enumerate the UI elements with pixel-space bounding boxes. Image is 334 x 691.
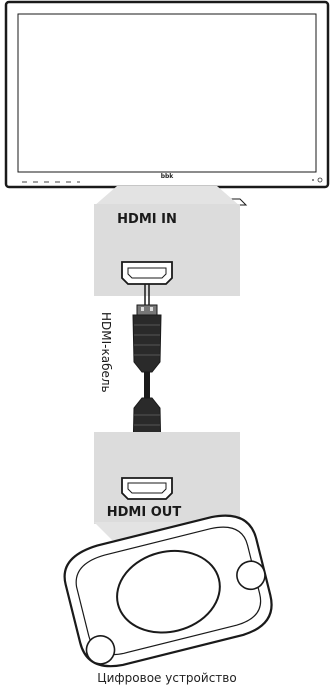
tv-power-led <box>317 177 323 183</box>
device-right-knob <box>236 560 266 591</box>
tv-monitor: bbk <box>4 0 330 206</box>
device-center-dial <box>116 549 221 634</box>
hdmi-out-label: HDMI OUT <box>107 505 182 520</box>
tv-brand-logo: bbk <box>161 173 175 180</box>
hdmi-in-label: HDMI IN <box>117 212 177 227</box>
hdmi-out-port <box>121 477 173 500</box>
digital-device <box>63 514 273 668</box>
tv-screen <box>17 13 317 173</box>
hdmi-in-panel: HDMI IN <box>94 186 240 296</box>
tv-indicator-dot <box>312 179 314 181</box>
hdmi-cable-label: HDMI-кабель <box>99 312 113 393</box>
hdmi-in-port <box>121 261 173 285</box>
device-left-knob <box>85 635 116 665</box>
device-caption: Цифровое устройство <box>97 671 237 685</box>
hdmi-plug-top <box>132 304 162 373</box>
